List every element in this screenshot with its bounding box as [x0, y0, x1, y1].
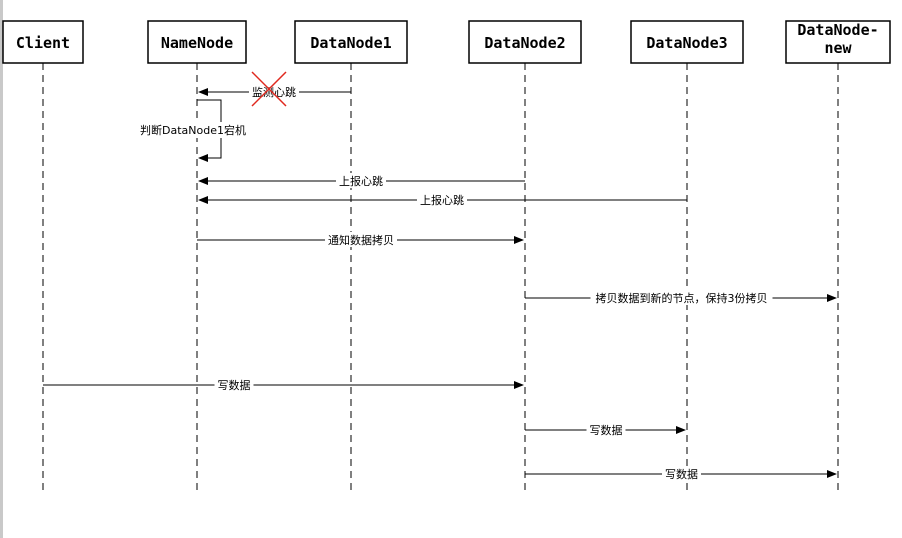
participant-client: Client: [2, 20, 84, 64]
message-1: 监测心跳: [198, 84, 351, 99]
participant-label: DataNode1: [310, 34, 391, 52]
message-label-bg: [249, 84, 299, 99]
message-3: 上报心跳: [198, 192, 687, 207]
participant-label: Client: [16, 34, 70, 52]
message-label: 监测心跳: [252, 85, 296, 99]
participant-label: DataNode2: [484, 34, 565, 52]
message-8: 写数据: [525, 466, 837, 481]
message-label-bg: [590, 290, 773, 305]
participant-label: new: [824, 39, 852, 57]
left-edge: [0, 0, 3, 538]
participant-box: [147, 20, 247, 64]
self-message-label-bg: [137, 122, 249, 138]
message-label: 写数据: [590, 423, 623, 437]
participant-label: DataNode3: [646, 34, 727, 52]
message-label-bg: [214, 377, 254, 392]
participant-datanode-new: DataNode-new: [785, 20, 891, 64]
participant-datanode1: DataNode1: [294, 20, 408, 64]
message-label-bg: [586, 422, 626, 437]
participant-namenode: NameNode: [147, 20, 247, 64]
red-x-icon: [251, 71, 287, 107]
message-7: 写数据: [525, 422, 686, 437]
message-label: 写数据: [665, 467, 698, 481]
message-label: 写数据: [218, 378, 251, 392]
self-message-label: 判断DataNode1宕机: [140, 123, 246, 137]
message-5: 拷贝数据到新的节点，保持3份拷贝: [525, 290, 837, 305]
message-label-bg: [336, 173, 386, 188]
message-label: 通知数据拷贝: [328, 233, 394, 247]
message-6: 写数据: [43, 377, 524, 392]
message-label: 上报心跳: [420, 193, 464, 207]
message-2: 上报心跳: [198, 173, 525, 188]
participant-label: DataNode-: [797, 21, 878, 39]
message-4: 通知数据拷贝: [197, 232, 524, 247]
participant-datanode3: DataNode3: [630, 20, 744, 64]
message-label-bg: [662, 466, 701, 481]
message-label-bg: [417, 192, 467, 207]
message-label: 拷贝数据到新的节点，保持3份拷贝: [596, 291, 768, 305]
participant-box: [294, 20, 408, 64]
message-label-bg: [325, 232, 397, 247]
self-message: 判断DataNode1宕机: [137, 99, 249, 162]
message-label: 上报心跳: [339, 174, 383, 188]
participant-label: NameNode: [161, 34, 233, 52]
participant-datanode2: DataNode2: [468, 20, 582, 64]
